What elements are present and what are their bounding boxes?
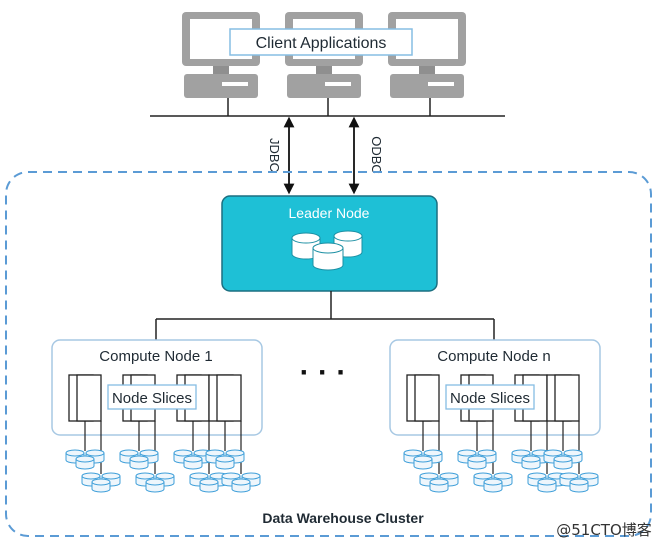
disk-icon [135,472,175,493]
disk-icon [543,449,583,470]
disk-icon [559,472,599,493]
odbc-label: ODBC [369,136,384,174]
disk-icon [419,472,459,493]
node-slices-label-box [445,384,535,410]
leader-node-label: Leader Node [289,205,370,221]
client-applications-label: Client Applications [256,35,387,52]
disk-icon [221,472,261,493]
client-applications-label-box: Client Applications [229,28,413,56]
compute-node-title: Compute Node 1 [99,348,212,365]
compute-node-title: Compute Node n [437,348,550,365]
node-slices-label-box [107,384,197,410]
disk-icon [65,449,105,470]
node-slices-label: Node Slices [450,390,530,407]
watermark: @51CTO博客 [556,521,652,539]
jdbc-label: JDBC [267,138,282,172]
ellipsis: · · · [300,356,347,389]
disk-icon [473,472,513,493]
cluster-boundary [5,171,652,537]
leader-database-icon [291,230,363,271]
disk-icon [403,449,443,470]
node-slice-columns [68,374,242,422]
leader-node: Leader Node [221,195,438,292]
slice-storage-disks [65,449,599,493]
disk-icon [81,472,121,493]
compute-node-1: Compute Node 1 Node Slices [51,339,263,436]
disk-icon [119,449,159,470]
node-slices-label: Node Slices [112,390,192,407]
disk-icon [205,449,245,470]
slice-storage-lines [84,421,580,474]
compute-node-n: Compute Node n Node Slices [389,339,601,436]
disk-icon [457,449,497,470]
cluster-label: Data Warehouse Cluster [262,510,424,526]
